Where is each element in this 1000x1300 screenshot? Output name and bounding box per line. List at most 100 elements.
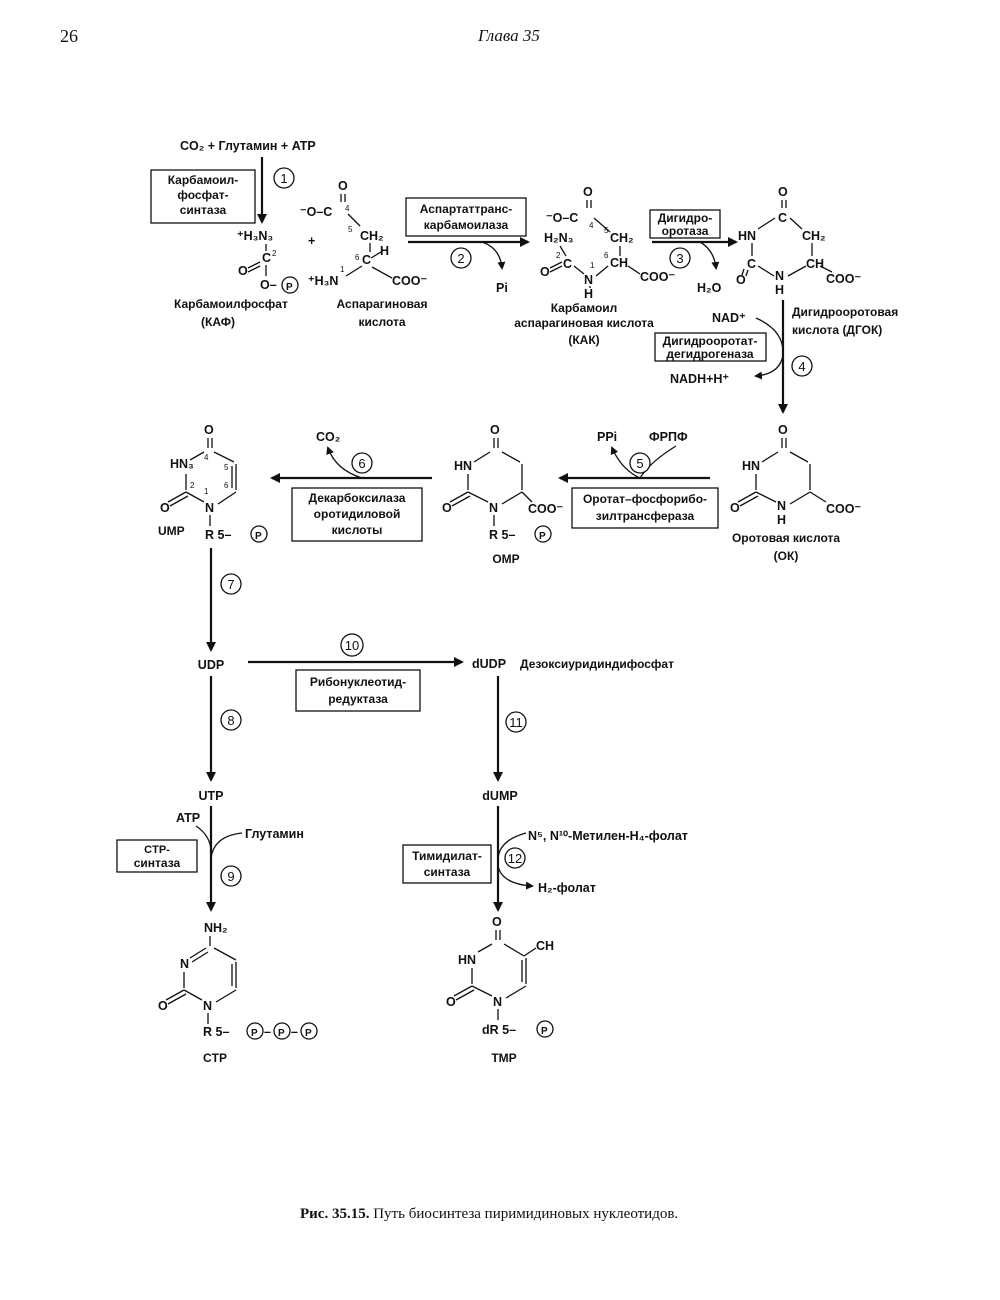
ump-structure: O 4 HN₃ 5 6 2 O 1 N R 5– P	[160, 423, 268, 543]
enzyme-6-line-3: кислоты	[332, 523, 383, 537]
step-9-number: 9	[227, 869, 234, 884]
svg-text:CH₂: CH₂	[802, 229, 826, 243]
step-5-number: 5	[636, 456, 643, 471]
side-pi-2: Pi	[496, 281, 508, 295]
kak-name-2: аспарагиновая кислота	[514, 316, 654, 330]
svg-text:O: O	[736, 273, 746, 287]
svg-text:O: O	[490, 423, 500, 437]
arrow-glutamine-in	[210, 832, 243, 859]
ctp-structure: NH₂ N O N R 5– P – P – P	[158, 921, 318, 1040]
step-7-number: 7	[227, 577, 234, 592]
svg-text:N: N	[584, 273, 593, 287]
arrow-ppi-out	[610, 446, 641, 479]
svg-text:P: P	[251, 1028, 258, 1039]
svg-text:P: P	[305, 1028, 312, 1039]
svg-text:5: 5	[604, 226, 609, 235]
enzyme-box-9	[116, 839, 198, 873]
enzyme-2-line-2: карбамоилаза	[424, 218, 509, 232]
enzyme-box-1	[150, 169, 256, 224]
step-3-number: 3	[676, 251, 683, 266]
svg-text:CH₂: CH₂	[610, 231, 634, 245]
kak-abbr: (КАК)	[568, 333, 599, 347]
svg-text:6: 6	[604, 251, 609, 260]
svg-text:P: P	[286, 282, 293, 293]
utp-label: UTP	[199, 789, 224, 803]
svg-text:⁺H₃N₃: ⁺H₃N₃	[237, 229, 273, 243]
step-8-number: 8	[227, 713, 234, 728]
enzyme-box-10	[295, 669, 421, 712]
ump-label: UMP	[158, 524, 185, 538]
step-6-number: 6	[358, 456, 365, 471]
side-atp: ATP	[176, 811, 200, 825]
svg-text:O–: O–	[260, 278, 277, 292]
step-12-circle	[504, 847, 526, 869]
side-nadh: NADH+H⁺	[670, 372, 729, 386]
enzyme-3-line-2: оротаза	[662, 224, 709, 238]
figure-caption: Рис. 35.15. Путь биосинтеза пиримидиновы…	[300, 1206, 678, 1223]
svg-text:1: 1	[340, 265, 345, 274]
svg-text:O: O	[158, 999, 168, 1013]
asp-name: Аспарагиновая	[337, 297, 428, 311]
arrow-co2-out	[326, 446, 363, 479]
svg-text:6: 6	[224, 481, 229, 490]
dgok-name-2: кислота (ДГОК)	[792, 323, 882, 337]
tmp-label: TMP	[491, 1051, 516, 1065]
svg-text:+: +	[308, 234, 315, 248]
kaf-name: Карбамоилфосфат	[174, 297, 288, 311]
svg-text:O: O	[583, 185, 593, 199]
omp-structure: O HN O N COO⁻ R 5– P	[442, 423, 563, 543]
arrow-nad-in	[755, 317, 784, 353]
udp-label: UDP	[198, 658, 224, 672]
step-5-circle	[629, 452, 651, 474]
svg-text:4: 4	[589, 221, 594, 230]
svg-text:P: P	[278, 1028, 285, 1039]
orotic-acid-structure: O HN O N H COO⁻	[730, 423, 861, 527]
svg-text:HN₃: HN₃	[170, 457, 194, 471]
step-2-number: 2	[457, 251, 464, 266]
ok-name: Оротовая кислота	[732, 531, 840, 545]
side-frpf: ФРПФ	[649, 430, 688, 444]
top-reactants: CO₂ + Глутамин + ATP	[180, 139, 316, 153]
svg-text:COO⁻: COO⁻	[640, 270, 675, 284]
svg-text:4: 4	[204, 453, 209, 462]
svg-text:H: H	[775, 283, 784, 297]
svg-text:R 5–: R 5–	[203, 1025, 229, 1039]
step-8-circle	[220, 709, 242, 731]
ok-abbr: (ОК)	[774, 549, 799, 563]
svg-text:O: O	[540, 265, 550, 279]
step-10-circle	[340, 633, 364, 657]
svg-text:CH: CH	[536, 939, 554, 953]
omp-label: OMP	[492, 552, 519, 566]
svg-text:–: –	[291, 1025, 298, 1039]
chapter-title: Глава 35	[478, 26, 540, 45]
svg-text:6: 6	[355, 253, 360, 262]
svg-text:–: –	[264, 1025, 271, 1039]
svg-text:2: 2	[272, 249, 277, 258]
svg-text:H₂N₃: H₂N₃	[544, 231, 574, 245]
svg-text:H: H	[777, 513, 786, 527]
arrow-atp-in	[195, 825, 212, 853]
arrow-methylene-in	[497, 832, 527, 859]
step-6-circle	[351, 452, 373, 474]
arrow-h2o-out	[699, 241, 720, 270]
enzyme-10-line-1: Рибонуклеотид-	[310, 675, 406, 689]
enzyme-12-line-1: Тимидилат-	[412, 849, 482, 863]
svg-text:N: N	[205, 501, 214, 515]
svg-text:R 5–: R 5–	[205, 528, 231, 542]
svg-text:O: O	[446, 995, 456, 1009]
svg-text:H: H	[380, 244, 389, 258]
page-number: 26	[60, 26, 78, 46]
enzyme-5-line-1: Оротат–фосфорибо-	[583, 492, 707, 506]
kak-name: Карбамоил	[551, 301, 618, 315]
caption-text: Путь биосинтеза пиримидиновых нуклеотидо…	[373, 1206, 679, 1222]
step-2-circle	[450, 247, 472, 269]
caption-label: Рис. 35.15.	[300, 1206, 370, 1222]
svg-text:HN: HN	[454, 459, 472, 473]
svg-text:O: O	[204, 423, 214, 437]
svg-text:O: O	[442, 501, 452, 515]
svg-text:HN: HN	[742, 459, 760, 473]
svg-text:O: O	[160, 501, 170, 515]
enzyme-2-line-1: Аспартаттранс-	[420, 202, 513, 216]
svg-text:C: C	[778, 211, 787, 225]
